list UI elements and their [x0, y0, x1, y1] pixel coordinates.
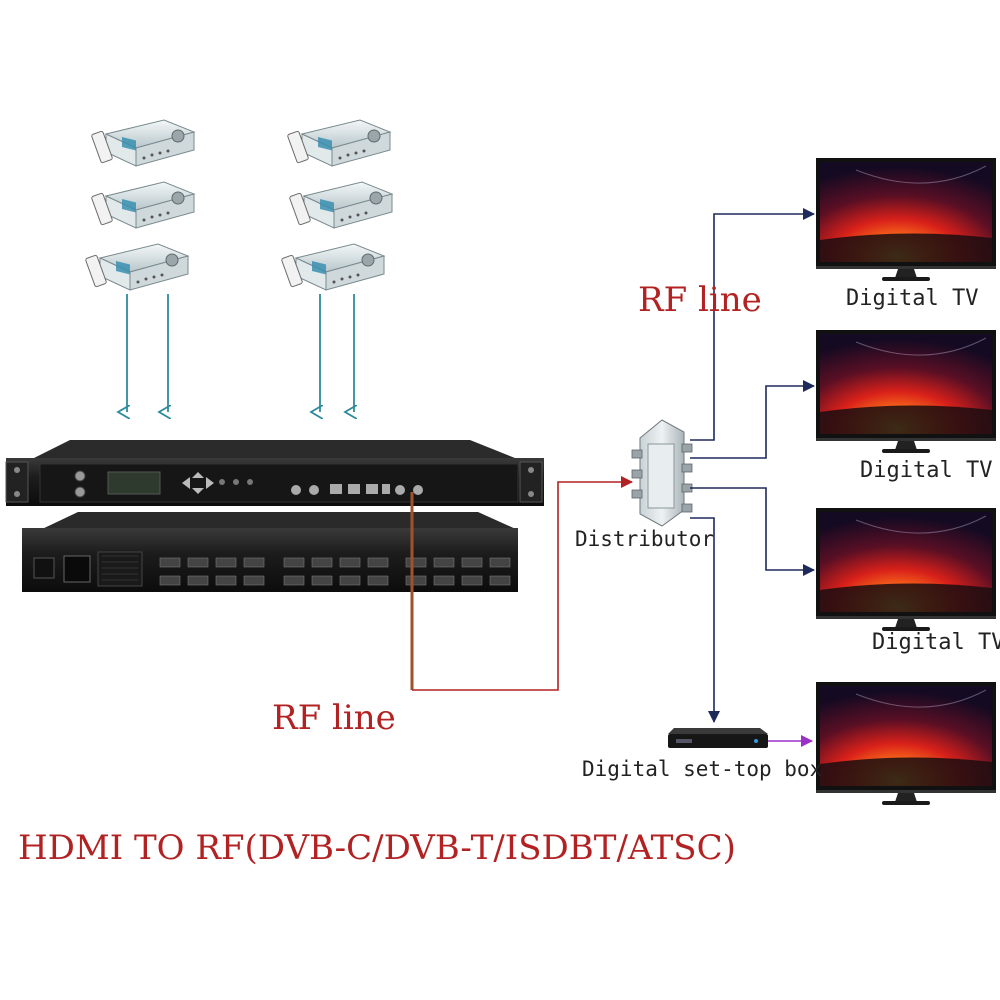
- satellite-receiver-icon: [286, 119, 391, 167]
- tv-icon: [815, 157, 997, 282]
- output-arrow: [690, 380, 815, 459]
- tv-label: Digital TV: [846, 286, 979, 311]
- tv-label: Digital TV: [872, 630, 1000, 655]
- receiver-group-left: [84, 119, 195, 291]
- tv-icon: [815, 507, 997, 632]
- rf-line-label-bottom: RF line: [272, 698, 396, 738]
- set-top-box-icon: [668, 728, 768, 748]
- rf-cable: [410, 476, 633, 691]
- satellite-receiver-icon: [288, 181, 393, 229]
- tv-icon: [815, 329, 997, 454]
- encoder-modulator-icon: [5, 440, 544, 506]
- output-arrow: [690, 487, 815, 576]
- diagram-title: HDMI TO RF(DVB-C/DVB-T/ISDBT/ATSC): [18, 828, 736, 868]
- tv-label: Digital TV: [860, 458, 993, 483]
- set-top-box-label: Digital set-top box: [582, 757, 823, 781]
- distributor-outputs: [690, 208, 815, 723]
- input-arrows: [127, 294, 354, 412]
- output-arrow: [690, 208, 815, 441]
- encoder-rear-panel: [22, 512, 518, 592]
- distributor-label: Distributor: [575, 527, 715, 551]
- distributor-icon: [631, 419, 693, 527]
- rf-line-label-top: RF line: [638, 280, 762, 320]
- output-arrow: [690, 517, 720, 723]
- satellite-receiver-icon: [90, 181, 195, 229]
- tv-icon: [815, 681, 997, 806]
- satellite-receiver-icon: [84, 243, 189, 291]
- satellite-receiver-icon: [280, 243, 385, 291]
- satellite-receiver-icon: [90, 119, 195, 167]
- receiver-group-right: [280, 119, 393, 291]
